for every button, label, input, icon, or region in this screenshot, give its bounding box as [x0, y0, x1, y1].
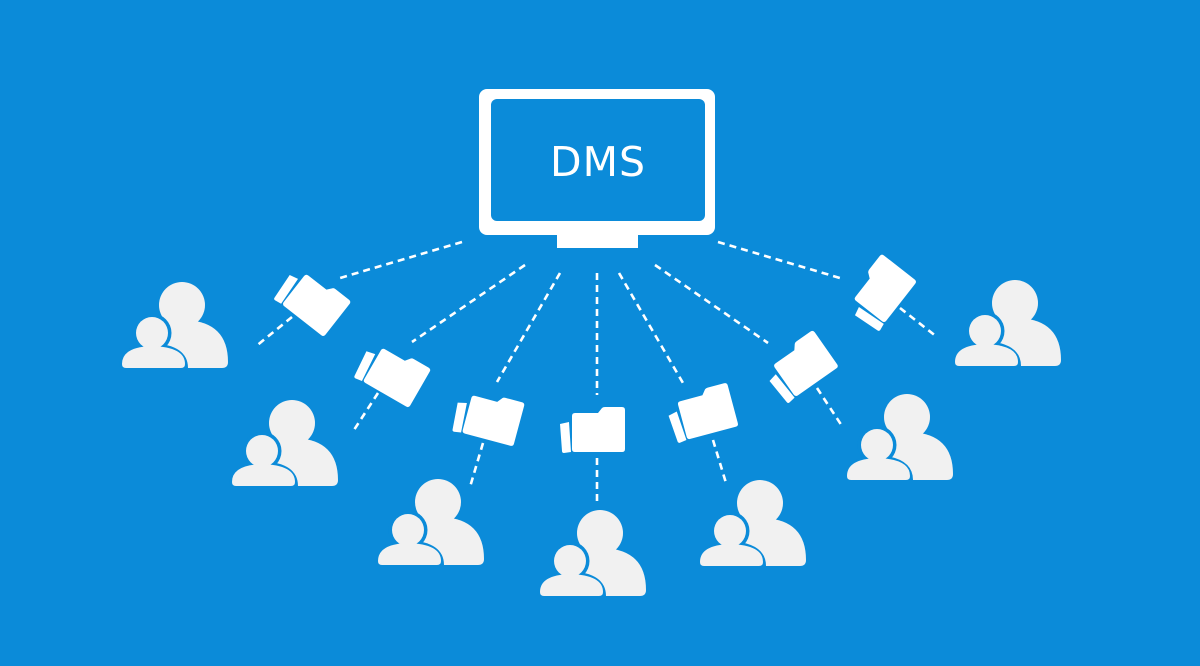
user-group-icon	[375, 479, 484, 565]
monitor-screen	[491, 99, 705, 221]
dashed-link-folder-user	[815, 387, 844, 427]
folder-icon	[664, 382, 739, 444]
dashed-link-folder-user	[350, 392, 380, 434]
connection-lines	[254, 240, 938, 505]
folder-icon	[450, 386, 525, 448]
folders	[271, 253, 918, 453]
dashed-link-folder-user	[468, 442, 485, 488]
user-group-icon	[952, 280, 1061, 366]
folder-icon	[841, 253, 918, 334]
user-group-icon	[697, 480, 806, 566]
dashed-link-folder-user	[254, 315, 293, 349]
dashed-link-monitor-folder	[495, 272, 562, 383]
dashed-link-folder-user	[899, 306, 938, 339]
dashed-link-monitor-folder	[339, 240, 463, 280]
dashed-link-folder-user	[711, 439, 728, 484]
monitor-stand	[557, 234, 638, 248]
folder-icon	[271, 261, 352, 338]
user-group-icon	[537, 510, 646, 596]
dashed-link-monitor-folder	[717, 240, 841, 280]
user-group-icon	[119, 282, 228, 368]
folder-icon	[351, 336, 432, 409]
dms-label: DMS	[550, 138, 646, 186]
dashed-link-monitor-folder	[411, 263, 526, 344]
user-group-icon	[229, 400, 338, 486]
dms-monitor-icon: DMS	[479, 89, 715, 248]
dashed-link-monitor-folder	[617, 272, 685, 384]
folder-icon	[759, 329, 840, 405]
dashed-link-monitor-folder	[654, 263, 769, 345]
folder-icon	[560, 407, 625, 453]
user-group-icon	[844, 394, 953, 480]
